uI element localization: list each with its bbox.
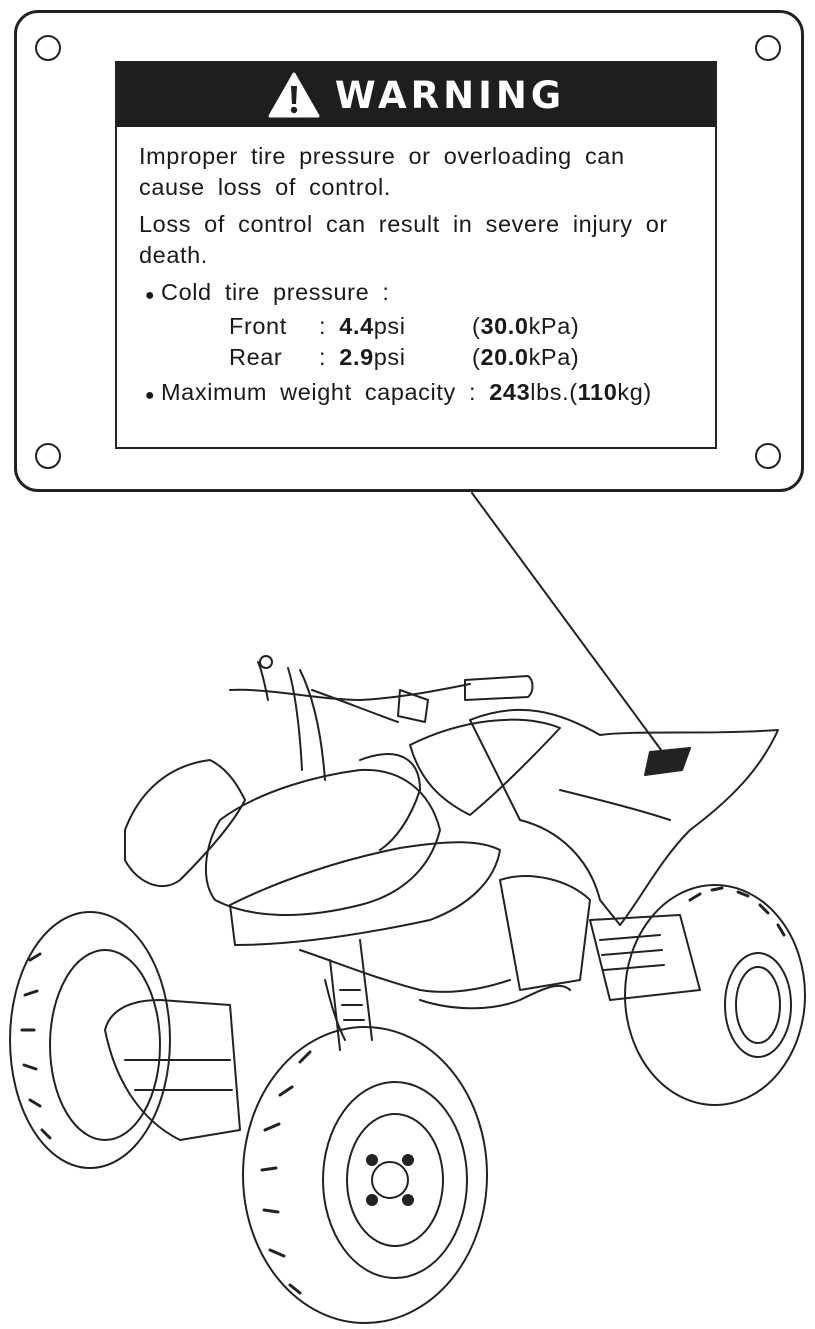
warning-body: Improper tire pressure or overloading ca… (117, 127, 715, 411)
warning-label: WARNING Improper tire pressure or overlo… (115, 61, 717, 449)
capacity-item: ● Maximum weight capacity : 243lbs.(110k… (139, 377, 693, 411)
mounting-hole-icon (755, 35, 781, 61)
warning-text-injury: Loss of control can result in severe inj… (139, 211, 668, 268)
front-label: Front (229, 313, 287, 339)
rear-psi: : 2.9psi (319, 342, 414, 373)
capacity-label: Maximum weight capacity : (161, 379, 477, 405)
front-sep: : (319, 313, 327, 339)
rear-sep: : (319, 344, 327, 370)
mounting-hole-icon (35, 35, 61, 61)
mounting-hole-icon (755, 443, 781, 469)
front-psi-value: 4.4 (339, 313, 374, 339)
cold-pressure-heading: Cold tire pressure : (161, 279, 390, 305)
seat (409, 718, 561, 816)
warning-title: WARNING (334, 73, 566, 117)
capacity-kg-value: 110 (577, 379, 618, 405)
front-right-wheel (242, 1026, 488, 1324)
rear-kpa: (20.0kPa) (472, 344, 580, 370)
rear-psi-unit: psi (373, 344, 406, 370)
cold-pressure-item: ● Cold tire pressure : (139, 277, 693, 311)
warning-text-overloading: Improper tire pressure or overloading ca… (139, 143, 625, 200)
front-psi-unit: psi (373, 313, 406, 339)
warning-triangle-icon (268, 72, 320, 118)
rear-kpa-unit: kPa (528, 344, 571, 370)
capacity-text: Maximum weight capacity : 243lbs.(110kg) (161, 379, 652, 405)
rear-psi-value: 2.9 (339, 344, 374, 370)
bullet-icon: ● (144, 287, 156, 304)
bullet-icon: ● (144, 387, 156, 404)
rear-fender (469, 708, 779, 926)
front-kpa-value: 30.0 (480, 313, 529, 339)
rear-label: Rear (229, 344, 283, 370)
pressure-table: Front : 4.4psi (30.0kPa) Rear : 2.9psi (… (229, 311, 693, 373)
handlebar (229, 655, 534, 781)
front-kpa-unit: kPa (528, 313, 571, 339)
rear-kpa-value: 20.0 (480, 344, 529, 370)
footrest-guard (589, 914, 701, 1001)
capacity-lbs-unit: lbs. (530, 379, 570, 405)
frame (299, 875, 591, 1051)
front-body (124, 753, 501, 946)
leader-line (471, 492, 668, 759)
capacity-lbs-value: 243 (489, 379, 531, 405)
rear-wheel (624, 884, 806, 1106)
mounting-hole-icon (35, 443, 61, 469)
warning-label-plate: WARNING Improper tire pressure or overlo… (14, 10, 804, 492)
front-psi: : 4.4psi (319, 311, 414, 342)
front-kpa: (30.0kPa) (472, 313, 580, 339)
capacity-kg-unit: kg (617, 379, 644, 405)
warning-header: WARNING (117, 63, 715, 127)
front-bumper (104, 999, 241, 1141)
front-left-wheel (9, 911, 171, 1169)
